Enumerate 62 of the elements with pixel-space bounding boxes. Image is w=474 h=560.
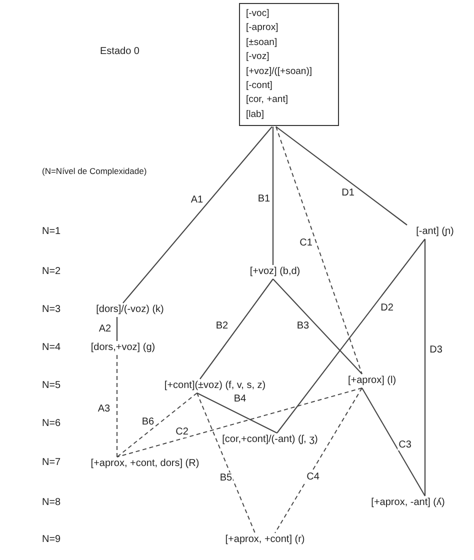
dashed-connector xyxy=(116,392,198,458)
connector-line xyxy=(122,126,272,304)
connector-line xyxy=(424,239,426,496)
connector-line xyxy=(196,392,278,434)
edge-label: B5 xyxy=(218,472,234,484)
node-label: [-ant] (ɲ) xyxy=(416,226,454,238)
feature-box xyxy=(239,3,339,126)
connector-line xyxy=(116,317,118,341)
edge-label: B4 xyxy=(232,394,248,404)
level-label: N=4 xyxy=(42,342,61,353)
level-label: N=1 xyxy=(42,226,61,237)
feature-text: [-aprox] xyxy=(246,22,280,34)
dashed-connector xyxy=(116,388,362,458)
edge-label: C1 xyxy=(298,238,314,248)
node-label: [+voz] (b,d) xyxy=(250,266,300,278)
level-label: N=7 xyxy=(42,457,61,468)
dashed-connector xyxy=(274,388,362,534)
state-label: Estado 0 xyxy=(100,46,140,57)
edge-label: A3 xyxy=(96,404,112,414)
connector-line xyxy=(276,126,408,226)
feature-text: [+voz]/([+soan)] xyxy=(246,66,314,78)
connector-line xyxy=(276,238,426,434)
edge-label: A1 xyxy=(190,194,204,206)
level-label: N=6 xyxy=(42,418,61,429)
node-label: [+aprox, -ant] (ʎ) xyxy=(371,497,445,509)
level-label: N=5 xyxy=(42,380,61,391)
connector-line xyxy=(272,126,274,265)
level-label: N=3 xyxy=(42,304,61,315)
edge-label: D2 xyxy=(380,302,394,314)
node-label: [dors,+voz] (g) xyxy=(90,342,156,354)
edge-label: C3 xyxy=(398,440,412,450)
edge-label: C2 xyxy=(174,426,190,438)
level-label: N=2 xyxy=(42,266,61,277)
dashed-connector xyxy=(116,354,118,458)
feature-text: [-cont] xyxy=(246,80,274,92)
feature-text: [lab] xyxy=(246,108,265,121)
node-label: [cor,+cont]/(-ant) (ʃ, ʒ) xyxy=(222,434,318,446)
edge-label: B1 xyxy=(256,194,272,204)
level-label: N=9 xyxy=(42,534,61,545)
connector-line xyxy=(200,278,274,380)
feature-text: [cor, +ant] xyxy=(246,94,289,106)
dashed-connector xyxy=(196,392,256,534)
node-label: [+aprox] (l) xyxy=(348,375,396,387)
connector-line xyxy=(272,278,362,374)
edge-label: A2 xyxy=(98,324,112,334)
edge-label: D3 xyxy=(428,344,444,356)
edge-label: B2 xyxy=(214,320,230,332)
edge-label: C4 xyxy=(306,472,320,482)
node-label: [+cont](±voz) (f, v, s, z) xyxy=(164,380,266,392)
edge-label: D1 xyxy=(340,188,356,198)
level-label: N=8 xyxy=(42,497,61,508)
connector-line xyxy=(362,388,426,496)
note-text: (N=Nível de Complexidade) xyxy=(42,166,147,176)
node-label: [+aprox, +cont] (r) xyxy=(225,534,305,546)
node-label: [+aprox, +cont, dors] (R) xyxy=(90,458,200,470)
feature-text: [-voc] xyxy=(246,8,270,20)
feature-text: [±soan] xyxy=(246,36,278,49)
edge-label: B3 xyxy=(296,320,310,332)
node-label: [dors]/(-voz) (k) xyxy=(96,304,164,316)
edge-label: B6 xyxy=(140,416,156,428)
dashed-connector xyxy=(276,126,362,374)
feature-text: [-voz] xyxy=(246,51,270,64)
